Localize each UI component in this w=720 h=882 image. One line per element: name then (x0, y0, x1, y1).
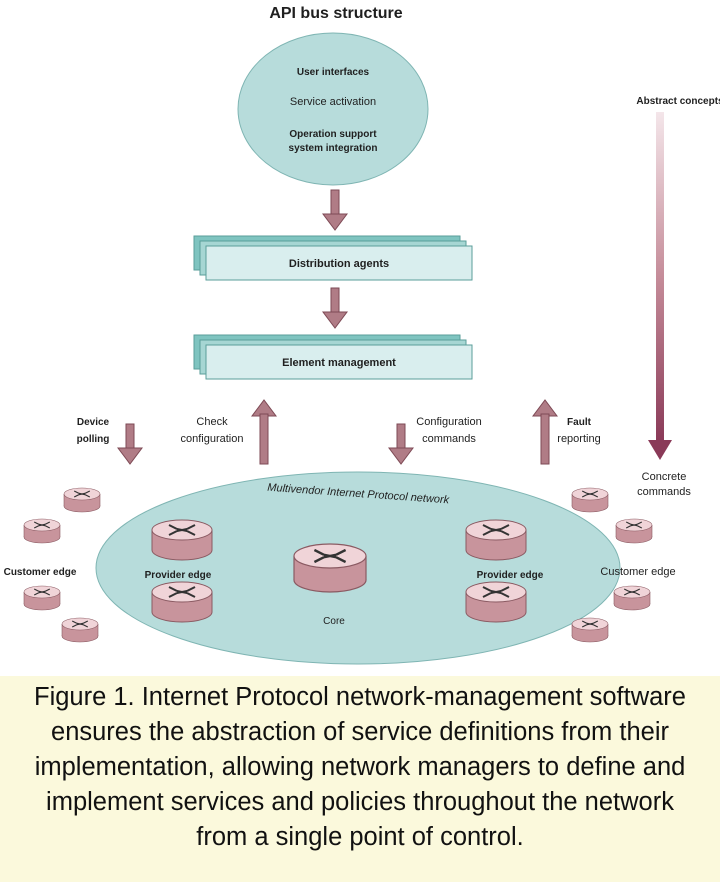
concrete-commands-label-1: Concrete (642, 471, 687, 483)
router-customer-edge-left-4 (61, 617, 99, 643)
router-customer-edge-right-2 (615, 518, 653, 544)
router-customer-edge-left-2 (23, 518, 61, 544)
figure-caption: Figure 1. Internet Protocol network-mana… (0, 676, 720, 882)
abstract-concepts-label: Abstract concepts (636, 96, 720, 107)
concrete-commands-label-2: commands (637, 486, 691, 498)
provider-edge-left-label: Provider edge (145, 570, 212, 581)
ellipse-item-operation-support: Operation support (289, 129, 377, 140)
check-configuration-label-1: Check (196, 416, 228, 428)
top-ellipse (237, 32, 429, 186)
abstraction-scale-bar (656, 112, 664, 442)
core-label: Core (323, 616, 345, 627)
check-configuration-label-2: configuration (181, 433, 244, 445)
customer-edge-left-label: Customer edge (4, 567, 77, 578)
abstraction-scale-arrowhead (648, 440, 672, 460)
configuration-commands-label-2: commands (422, 433, 476, 445)
router-customer-edge-right-3 (613, 585, 651, 611)
distribution-agents-box (205, 245, 473, 281)
configuration-commands-label-1: Configuration (416, 416, 481, 428)
diagram-title: API bus structure (269, 5, 402, 22)
provider-edge-right-label: Provider edge (477, 570, 544, 581)
router-customer-edge-right-1 (571, 487, 609, 513)
ellipse-item-service-activation: Service activation (290, 96, 376, 108)
fault-reporting-label-1: Fault (567, 417, 592, 428)
ellipse-item-system-integration: system integration (289, 143, 378, 154)
ellipse-item-user-interfaces: User interfaces (297, 67, 370, 78)
check-configuration-arrow-up (251, 399, 277, 465)
arrow-down-to-distribution (322, 189, 348, 231)
configuration-commands-arrow-down (388, 423, 414, 465)
device-polling-label-2: polling (77, 434, 110, 445)
fault-reporting-arrow-up (532, 399, 558, 465)
router-provider-edge-left-bottom (151, 581, 213, 623)
router-core (292, 542, 368, 594)
device-polling-arrow-down (117, 423, 143, 465)
router-provider-edge-right-bottom (465, 581, 527, 623)
router-customer-edge-left-3 (23, 585, 61, 611)
distribution-agents-label: Distribution agents (289, 258, 389, 270)
fault-reporting-label-2: reporting (557, 433, 600, 445)
router-customer-edge-left-1 (63, 487, 101, 513)
device-polling-label-1: Device (77, 417, 110, 428)
router-customer-edge-right-4 (571, 617, 609, 643)
api-bus-diagram: API bus structure User interfaces Servic… (4, 5, 720, 665)
customer-edge-right-label: Customer edge (600, 566, 675, 578)
router-provider-edge-right-top (465, 519, 527, 561)
arrow-down-to-element (322, 287, 348, 329)
element-management-box (205, 344, 473, 380)
router-provider-edge-left-top (151, 519, 213, 561)
element-management-label: Element management (282, 357, 396, 369)
